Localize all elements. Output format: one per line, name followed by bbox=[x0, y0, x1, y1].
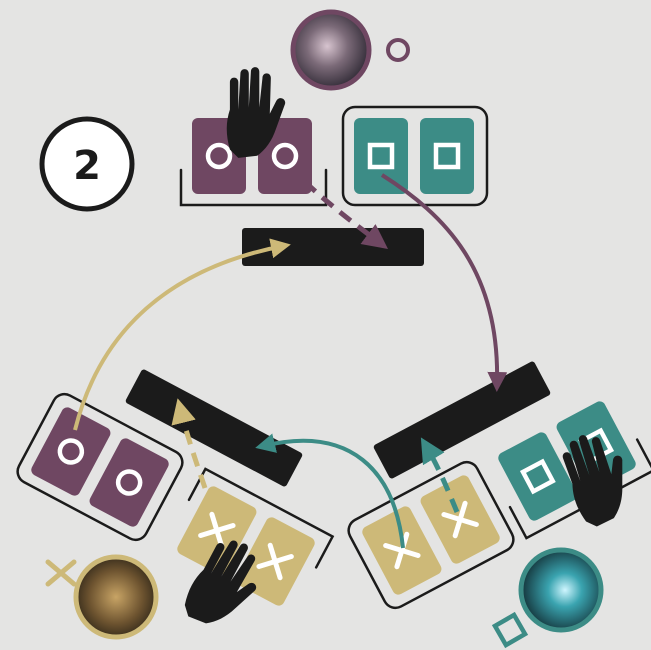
cross-symbol-icon bbox=[48, 562, 74, 584]
top-square-area bbox=[343, 107, 487, 205]
right-player-portrait bbox=[495, 550, 601, 645]
card-square[interactable] bbox=[354, 118, 408, 194]
card-square[interactable] bbox=[420, 118, 474, 194]
circle-symbol-icon bbox=[388, 40, 408, 60]
armored-creature-portrait bbox=[76, 557, 156, 637]
top-player-portrait bbox=[293, 12, 408, 88]
right-cross-area bbox=[344, 458, 517, 612]
round-badge: 2 bbox=[42, 119, 132, 209]
square-symbol-icon bbox=[495, 615, 525, 645]
round-number: 2 bbox=[73, 143, 101, 189]
hooded-figure-portrait bbox=[293, 12, 369, 88]
glowing-creature-portrait bbox=[521, 550, 601, 630]
purple-pass-arrow bbox=[382, 175, 497, 384]
left-player-portrait bbox=[48, 557, 156, 637]
